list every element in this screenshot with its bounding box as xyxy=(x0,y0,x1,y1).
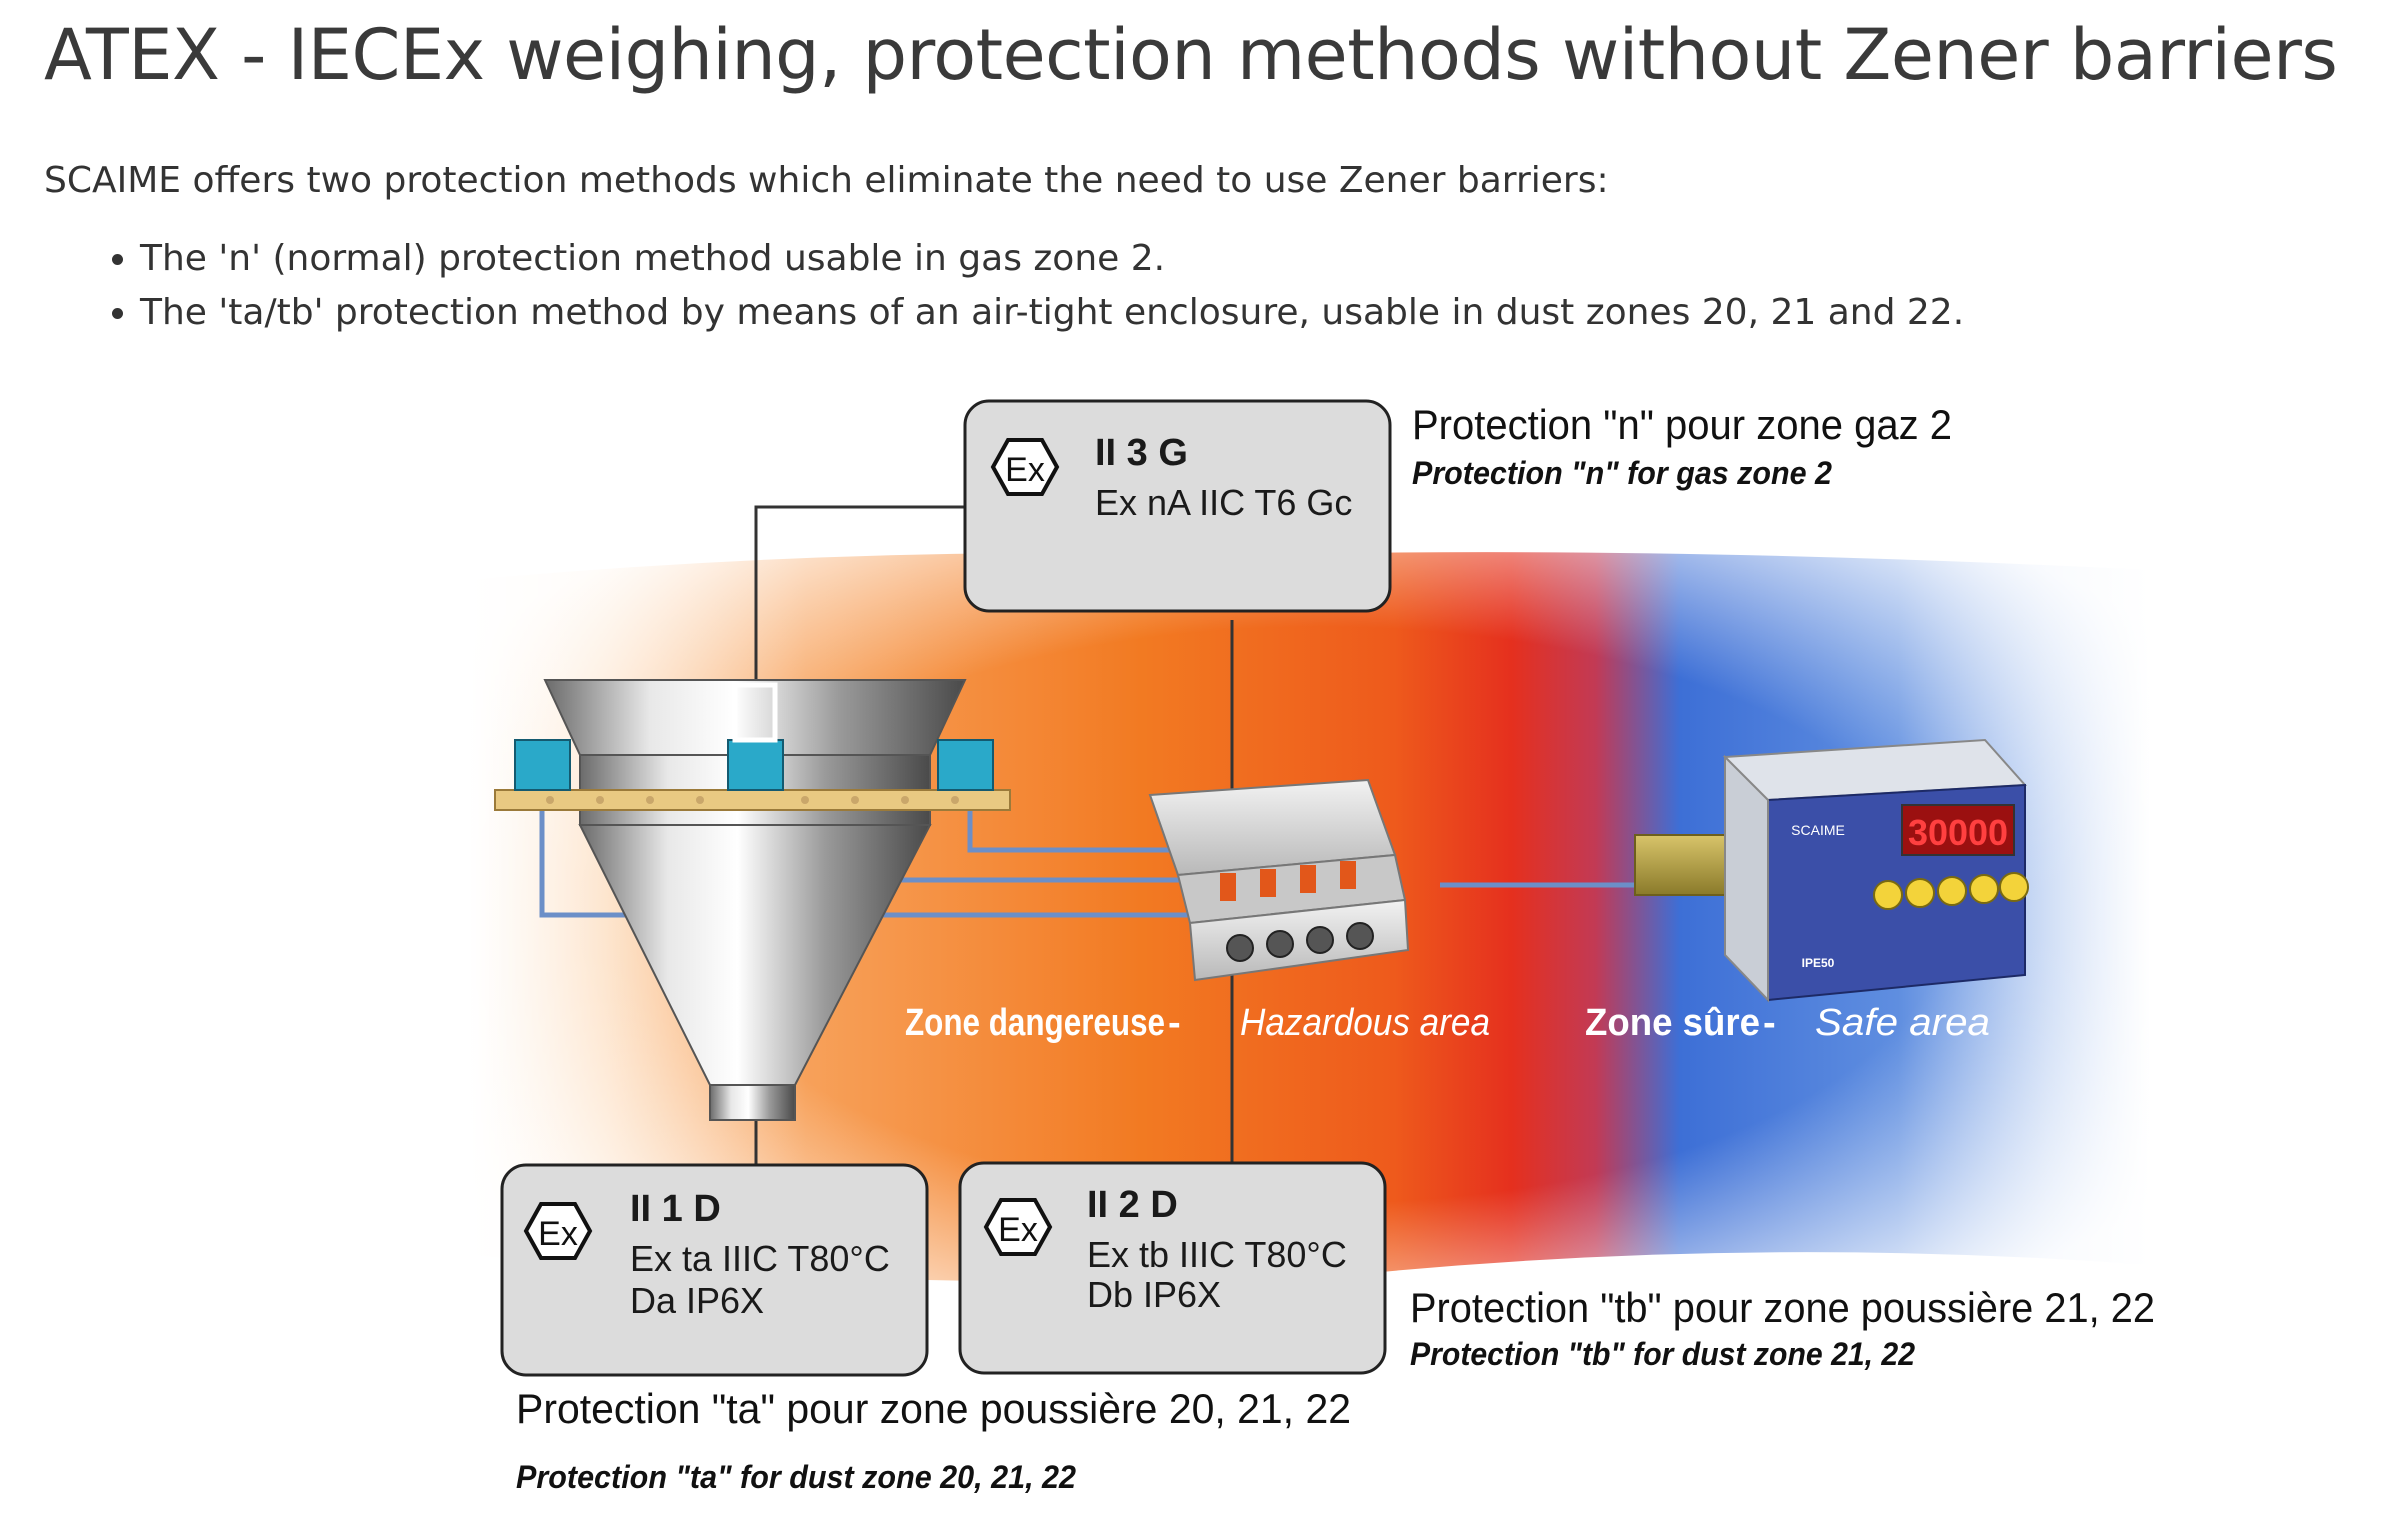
svg-text:Ex: Ex xyxy=(998,1211,1038,1249)
tb-marking-line3: Db IP6X xyxy=(1087,1274,1221,1315)
protection-ta-caption-fr: Protection "ta" pour zone poussière 20, … xyxy=(516,1385,1351,1432)
indicator-model: IPE50 xyxy=(1802,956,1835,970)
intro-paragraph: SCAIME offers two protection methods whi… xyxy=(44,160,1609,201)
ta-marking-line1: II 1 D xyxy=(630,1188,721,1230)
svg-text:Ex: Ex xyxy=(538,1215,578,1253)
gas-marking-line2: Ex nA IIC T6 Gc xyxy=(1095,482,1352,523)
protection-ta-caption-en: Protection "ta" for dust zone 20, 21, 22 xyxy=(516,1459,1076,1495)
safe-zone-label-en: Safe area xyxy=(1815,1002,1990,1044)
gas-marking-line1: II 3 G xyxy=(1095,432,1188,474)
junction-box xyxy=(1148,778,1410,982)
indicator-brand: SCAIME xyxy=(1791,822,1845,838)
weighing-indicator: 30000 SCAIME IPE50 xyxy=(1634,738,2029,1003)
dust-tb-marking-box: Ex II 2 D Ex tb IIIC T80°C Db IP6X xyxy=(958,1161,1387,1375)
hazard-zone-label-en: Hazardous area xyxy=(1240,1002,1490,1044)
tb-marking-line1: II 2 D xyxy=(1087,1184,1178,1226)
list-item: The 'n' (normal) protection method usabl… xyxy=(140,232,1964,286)
hazard-zone-label-fr: Zone dangereuse xyxy=(905,1002,1165,1044)
page-title: ATEX - IECEx weighing, protection method… xyxy=(44,14,2338,96)
safe-zone-label-fr: Zone sûre xyxy=(1585,1002,1760,1044)
protection-tb-caption-en: Protection "tb" for dust zone 21, 22 xyxy=(1410,1336,1915,1372)
ta-marking-line3: Da IP6X xyxy=(630,1280,764,1321)
protection-n-caption-fr: Protection "n" pour zone gaz 2 xyxy=(1412,401,1952,448)
atex-protection-diagram: 30000 SCAIME IPE50 Ex II 3 G Ex nA IIC T… xyxy=(450,395,2190,1530)
ex-hexagon-icon: Ex xyxy=(523,1202,593,1260)
protection-method-list: The 'n' (normal) protection method usabl… xyxy=(100,232,1964,340)
ex-hexagon-icon: Ex xyxy=(990,438,1060,496)
indicator-display: 30000 xyxy=(1908,812,2008,853)
ta-marking-line2: Ex ta IIIC T80°C xyxy=(630,1238,890,1279)
weighing-hopper xyxy=(494,679,1011,1121)
protection-n-caption-en: Protection "n" for gas zone 2 xyxy=(1412,455,1832,491)
svg-text:Ex: Ex xyxy=(1005,451,1045,489)
gas-zone-marking-box: Ex II 3 G Ex nA IIC T6 Gc xyxy=(963,399,1392,613)
dust-ta-marking-box: Ex II 1 D Ex ta IIIC T80°C Da IP6X xyxy=(500,1163,929,1377)
ex-hexagon-icon: Ex xyxy=(983,1198,1053,1256)
hazard-zone-separator: - xyxy=(1168,1002,1181,1044)
protection-tb-caption-fr: Protection "tb" pour zone poussière 21, … xyxy=(1410,1284,2155,1331)
tb-marking-line2: Ex tb IIIC T80°C xyxy=(1087,1234,1347,1275)
list-item: The 'ta/tb' protection method by means o… xyxy=(140,286,1964,340)
safe-zone-separator: - xyxy=(1763,1002,1776,1044)
